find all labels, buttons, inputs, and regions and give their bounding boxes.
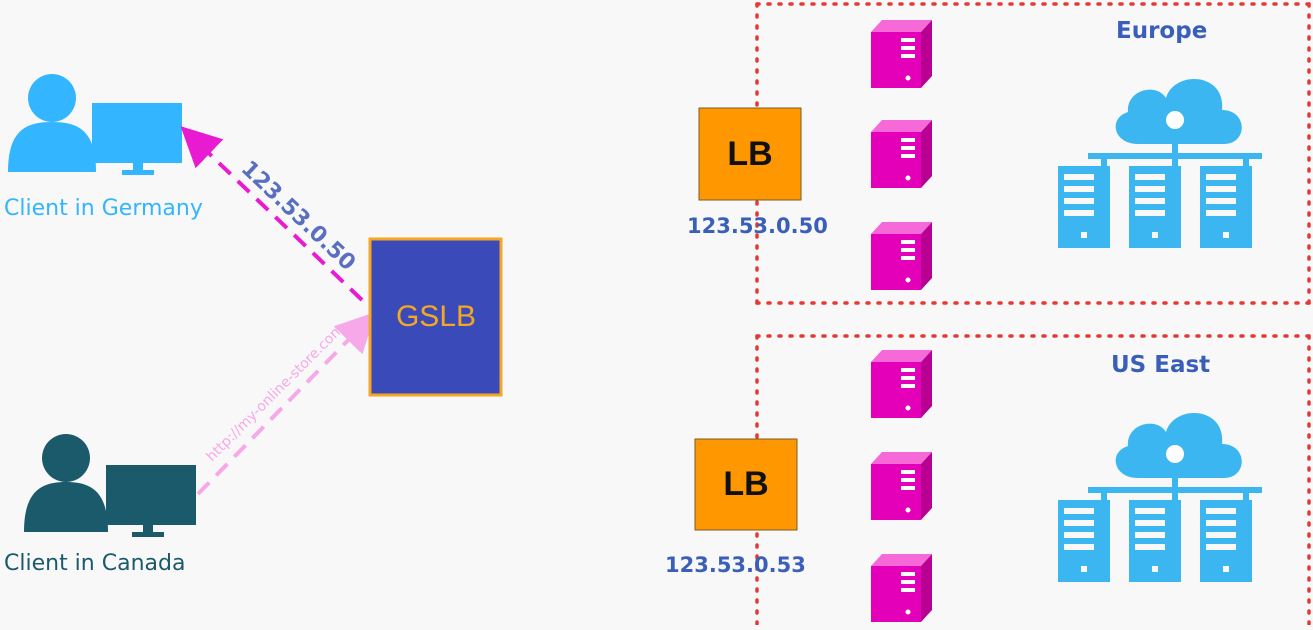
lb-box-europe — [698, 107, 802, 201]
client-germany-label: Client in Germany — [4, 196, 203, 221]
response-ip-label: 123.53.0.50 — [236, 156, 360, 276]
region-title-us-east: US East — [1111, 352, 1211, 378]
cloud-datacenter-icon — [1058, 412, 1262, 582]
server-icon — [871, 554, 932, 622]
gslb-box — [368, 237, 503, 397]
response-arrow — [180, 126, 364, 302]
client-germany-icon — [8, 74, 182, 175]
gslb-label: GSLB — [395, 300, 477, 333]
cloud-datacenter-icon — [1058, 78, 1262, 248]
server-icon — [871, 120, 932, 188]
lb-label-us-east: LB — [723, 465, 769, 503]
server-icon — [871, 350, 932, 418]
lb-box-us-east — [694, 438, 798, 531]
region-border-europe — [755, 2, 1313, 305]
client-canada-label: Client in Canada — [4, 551, 186, 576]
lb-ip-us-east: 123.53.0.53 — [665, 553, 806, 577]
region-title-europe: Europe — [1116, 18, 1208, 44]
request-url-label: http://my-online-store.com — [204, 321, 348, 465]
lb-ip-europe: 123.53.0.50 — [687, 214, 828, 238]
server-icon — [871, 222, 932, 290]
server-icon — [871, 452, 932, 520]
client-canada-icon — [24, 434, 196, 537]
request-arrow — [196, 311, 376, 496]
server-icon — [871, 20, 932, 88]
lb-label-europe: LB — [727, 134, 773, 173]
